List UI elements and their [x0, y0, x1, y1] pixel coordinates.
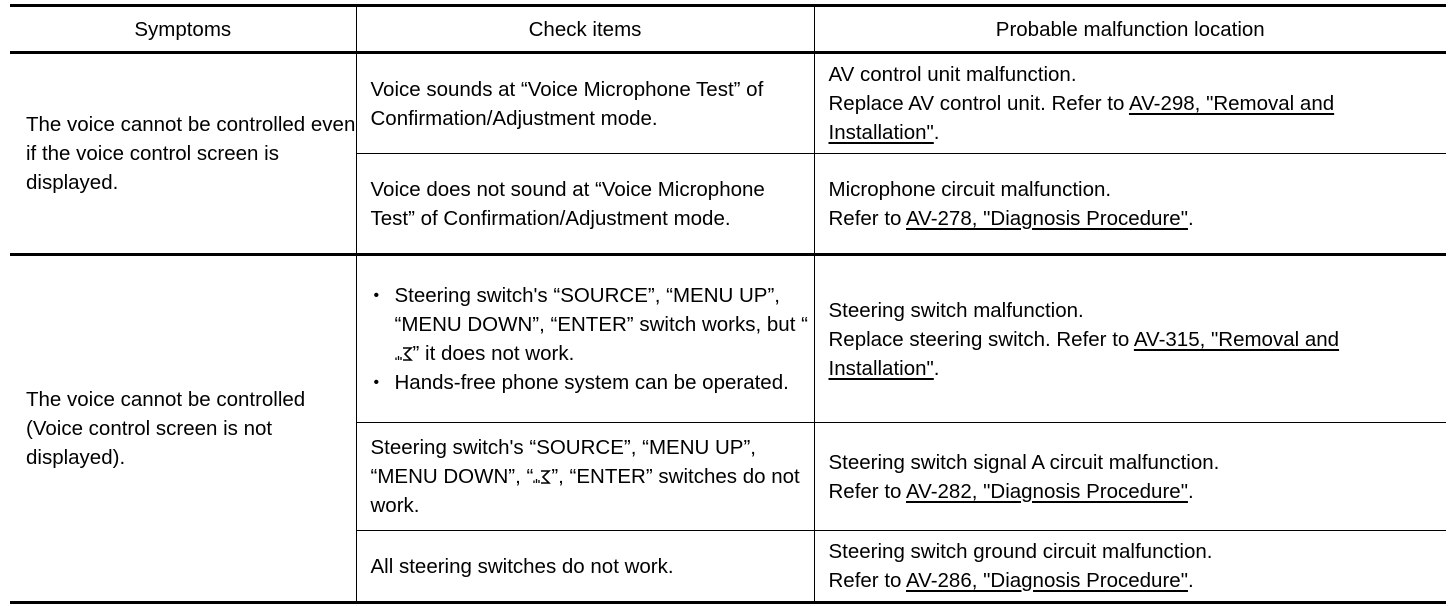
list-item: Steering switch's “SOURCE”, “MENU UP”, “…: [371, 281, 814, 368]
symptom-cell: The voice cannot be controlled even if t…: [26, 113, 356, 194]
table-header-row: Symptoms Check items Probable malfunctio…: [10, 5, 1446, 53]
location-reference: Refer to AV-286, "Diagnosis Procedure".: [828, 569, 1194, 592]
check-item-cell: Steering switch's “SOURCE”, “MENU UP”, “…: [355, 422, 814, 531]
reference-link[interactable]: AV-286, "Diagnosis Procedure": [906, 569, 1188, 592]
check-item-cell: All steering switches do not work.: [355, 530, 814, 603]
header-probable-location: Probable malfunction location: [813, 5, 1446, 53]
diagnosis-table-container: Symptoms Check items Probable malfunctio…: [10, 4, 1446, 604]
check-item-list: Steering switch's “SOURCE”, “MENU UP”, “…: [371, 281, 814, 397]
list-item: Hands-free phone system can be operated.: [371, 368, 814, 397]
voice-recognition-icon: [533, 470, 552, 484]
location-text: AV control unit malfunction.: [828, 63, 1077, 86]
reference-link[interactable]: AV-282, "Diagnosis Procedure": [906, 479, 1188, 503]
location-reference: Replace AV control unit. Refer to AV-298…: [828, 92, 1335, 144]
location-reference: Refer to AV-282, "Diagnosis Procedure".: [828, 479, 1194, 503]
probable-location-cell: Microphone circuit malfunction. Refer to…: [813, 153, 1446, 255]
reference-link[interactable]: AV-298, "Removal and Installation": [828, 92, 1335, 144]
table-row: The voice cannot be controlled (Voice co…: [10, 254, 1446, 469]
probable-location-cell: Steering switch ground circuit malfuncti…: [813, 530, 1446, 603]
probable-location-cell: Steering switch malfunction. Replace ste…: [813, 254, 1446, 423]
location-reference: Replace steering switch. Refer to AV-315…: [828, 327, 1340, 380]
location-text: Microphone circuit malfunction.: [828, 177, 1112, 201]
reference-link[interactable]: AV-315, "Removal and Installation": [828, 327, 1340, 380]
probable-location-cell: AV control unit malfunction. Replace AV …: [813, 52, 1446, 154]
reference-link[interactable]: AV-278, "Diagnosis Procedure": [906, 206, 1188, 230]
table-row: Voice does not sound at “Voice Microphon…: [10, 153, 1446, 255]
header-check-items: Check items: [355, 5, 814, 53]
location-text: Steering switch malfunction.: [828, 298, 1084, 322]
table-row: The voice cannot be controlled even if t…: [10, 52, 1446, 194]
check-item-cell: Steering switch's “SOURCE”, “MENU UP”, “…: [355, 254, 814, 423]
table-row: Steering switch's “SOURCE”, “MENU UP”, “…: [10, 422, 1446, 531]
symptom-cell: The voice cannot be controlled (Voice co…: [26, 388, 306, 469]
check-item-cell: Voice sounds at “Voice Microphone Test” …: [355, 52, 814, 154]
location-text: Steering switch ground circuit malfuncti…: [828, 540, 1213, 563]
voice-recognition-icon: [394, 347, 413, 361]
location-reference: Refer to AV-278, "Diagnosis Procedure".: [828, 206, 1194, 230]
probable-location-cell: Steering switch signal A circuit malfunc…: [813, 422, 1446, 531]
location-text: Steering switch signal A circuit malfunc…: [828, 450, 1220, 474]
header-symptoms: Symptoms: [134, 17, 232, 41]
check-item-cell: Voice does not sound at “Voice Microphon…: [355, 153, 814, 255]
table-row: All steering switches do not work. Steer…: [10, 530, 1446, 603]
symptom-table: Symptoms Check items Probable malfunctio…: [10, 4, 1446, 604]
